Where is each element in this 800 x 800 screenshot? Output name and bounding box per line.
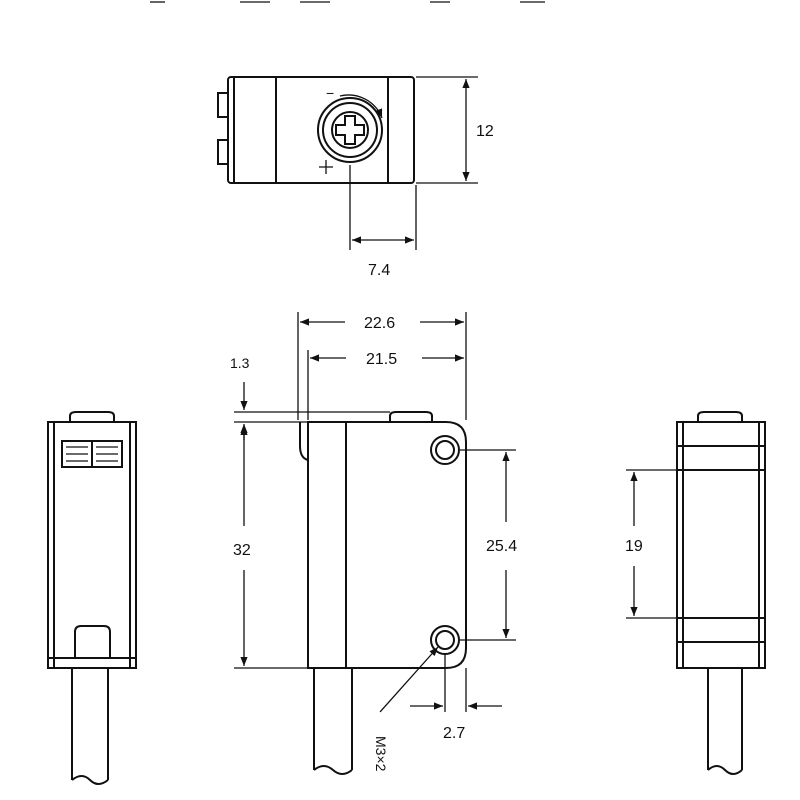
knob-plus-icon: [319, 160, 333, 174]
hole-callout: M3×2: [373, 736, 389, 772]
dim-hole-edge: 2.7: [443, 725, 465, 742]
knob-minus-label: −: [326, 85, 334, 101]
dim-width-overall: 22.6: [364, 315, 395, 332]
top-view: − 12 7.4: [217, 76, 494, 279]
dim-width-body: 21.5: [366, 351, 397, 368]
dim-hole-spacing: 25.4: [486, 538, 517, 555]
dim-top-height: 12: [476, 123, 494, 140]
dim-lip-height: 1.3: [230, 355, 250, 371]
dim-knob-offset: 7.4: [368, 262, 390, 279]
front-view: 22.6 21.5 1.3 32 25.4 2.7 M3×2: [230, 312, 517, 775]
right-side-view: 19: [625, 411, 766, 775]
dim-lens-height: 19: [625, 538, 643, 555]
left-side-view: [47, 411, 137, 785]
mounting-hole-top-icon: [430, 435, 460, 465]
dim-body-height: 32: [233, 542, 251, 559]
adjust-knob-icon: [317, 94, 383, 163]
